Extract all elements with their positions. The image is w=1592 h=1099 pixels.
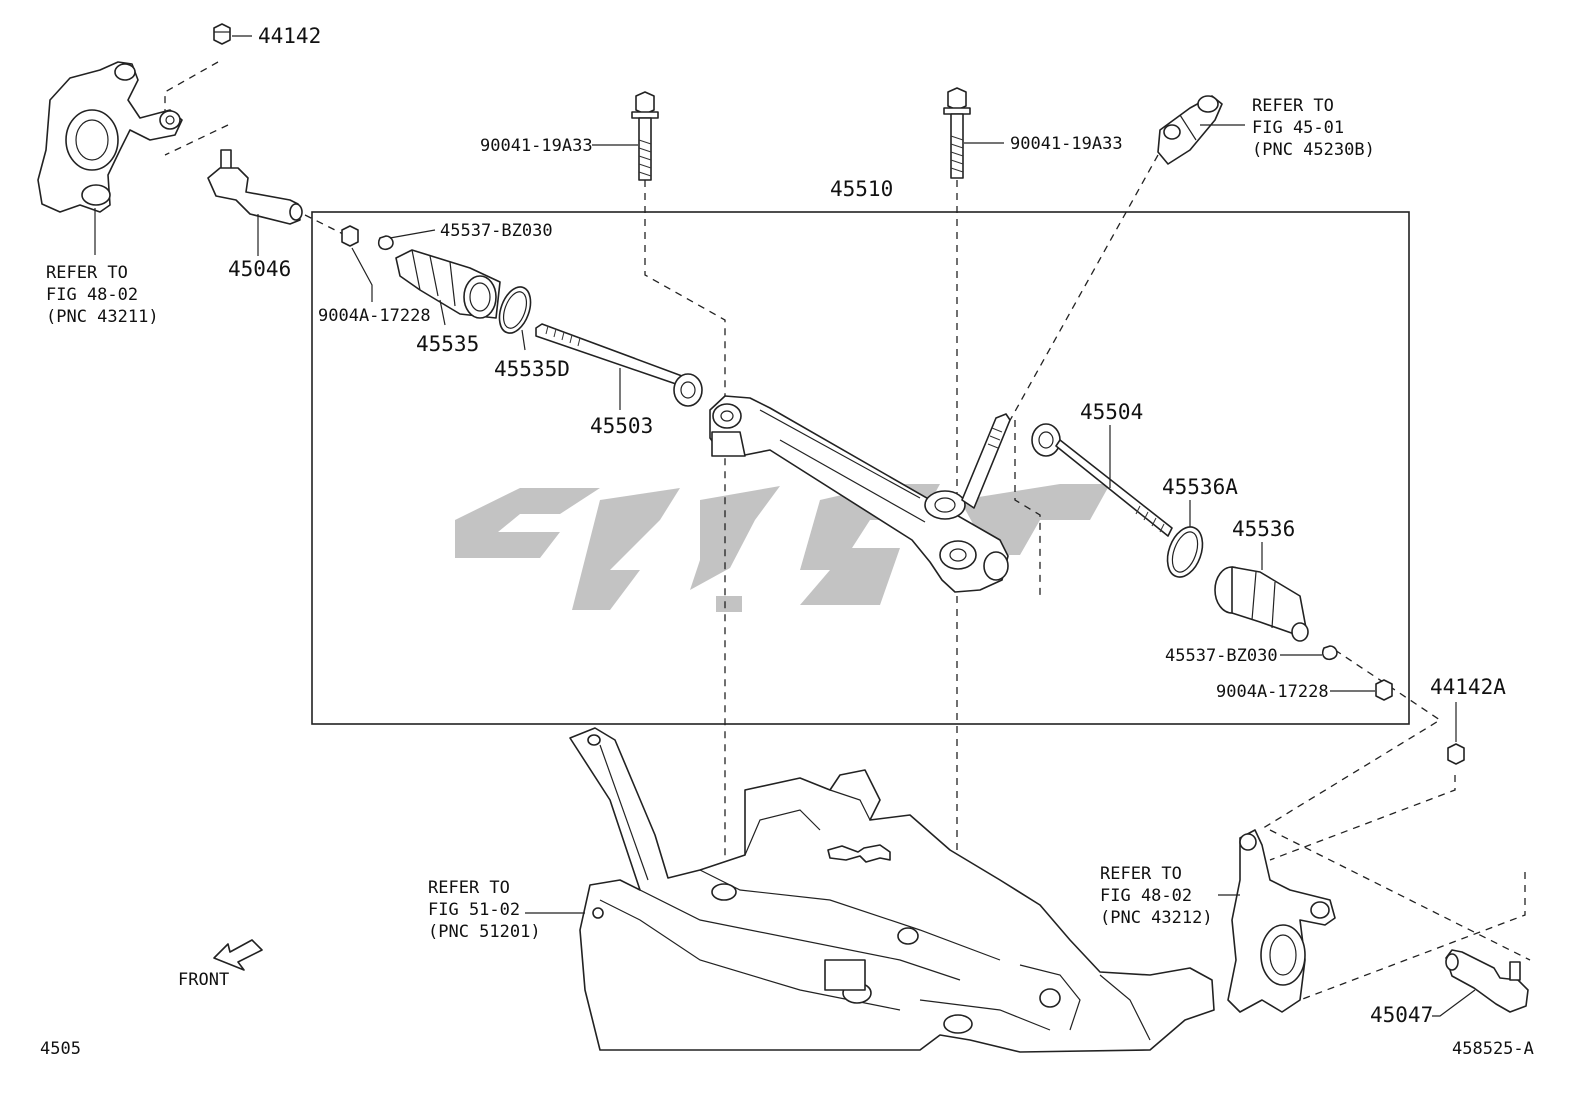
tie-rod-45503[interactable] (535, 323, 703, 407)
ref-knuckle-right[interactable]: REFER TO FIG 48-02 (PNC 43212) (1100, 864, 1213, 928)
label-45537-top: 45537-BZ030 (440, 221, 553, 241)
bolt-90041-left[interactable] (631, 91, 659, 181)
steering-gear-housing[interactable] (709, 395, 1011, 593)
front-subframe[interactable] (569, 727, 1215, 1053)
svg-text:REFER TO: REFER TO (428, 878, 510, 898)
tie-rod-end-45047[interactable] (1445, 949, 1529, 1013)
bolt-90041-right[interactable] (943, 87, 971, 179)
label-9004a-top: 9004A-17228 (318, 306, 431, 326)
svg-text:(PNC 43211): (PNC 43211) (46, 307, 159, 327)
steering-column-joint[interactable] (1157, 95, 1223, 165)
ref-knuckle-left[interactable]: REFER TO FIG 48-02 (PNC 43211) (46, 263, 159, 327)
label-45535d: 45535D (494, 357, 570, 381)
svg-text:FIG 45-01: FIG 45-01 (1252, 118, 1344, 138)
ring-45535d[interactable] (494, 283, 537, 338)
svg-text:(PNC 43212): (PNC 43212) (1100, 908, 1213, 928)
svg-text:(PNC 45230B): (PNC 45230B) (1252, 140, 1375, 160)
label-90041-left: 90041-19A33 (480, 136, 593, 156)
front-arrow-icon (213, 939, 263, 971)
svg-text:(PNC 51201): (PNC 51201) (428, 922, 541, 942)
label-45536a: 45536A (1162, 475, 1238, 499)
steering-knuckle-left[interactable] (37, 61, 183, 213)
assembly-label: 45510 (830, 177, 893, 201)
page-code: 4505 (40, 1039, 81, 1059)
ring-45536a[interactable] (1161, 522, 1209, 582)
label-90041-right: 90041-19A33 (1010, 134, 1123, 154)
label-45047: 45047 (1370, 1003, 1433, 1027)
nut-9004a-left[interactable] (341, 225, 359, 247)
label-44142a: 44142A (1430, 675, 1506, 699)
label-45503: 45503 (590, 414, 653, 438)
watermark-logo (455, 484, 1110, 612)
label-45504: 45504 (1080, 400, 1143, 424)
ref-steering-column[interactable]: REFER TO FIG 45-01 (PNC 45230B) (1252, 96, 1375, 160)
boot-45536[interactable] (1214, 566, 1309, 642)
svg-text:FIG 51-02: FIG 51-02 (428, 900, 520, 920)
nut-44142[interactable] (213, 23, 231, 45)
front-label: FRONT (178, 970, 229, 990)
label-45536: 45536 (1232, 517, 1295, 541)
label-9004a-bottom: 9004A-17228 (1216, 682, 1329, 702)
clip-45537-left[interactable] (377, 235, 394, 251)
figure-code: 458525-A (1452, 1039, 1534, 1059)
steering-knuckle-right[interactable] (1227, 829, 1336, 1013)
nut-9004a-right[interactable] (1375, 679, 1393, 701)
label-45535: 45535 (416, 332, 479, 356)
svg-text:REFER TO: REFER TO (1100, 864, 1182, 884)
svg-text:REFER TO: REFER TO (1252, 96, 1334, 116)
clip-45537-right[interactable] (1321, 645, 1338, 661)
ref-subframe[interactable]: REFER TO FIG 51-02 (PNC 51201) (428, 878, 541, 942)
tie-rod-end-45046[interactable] (207, 149, 303, 225)
nut-44142a[interactable] (1447, 743, 1465, 765)
label-45046: 45046 (228, 257, 291, 281)
svg-text:FIG 48-02: FIG 48-02 (1100, 886, 1192, 906)
assembly-45510-box (311, 211, 1410, 725)
svg-text:REFER TO: REFER TO (46, 263, 128, 283)
label-45537-bottom: 45537-BZ030 (1165, 646, 1278, 666)
svg-text:FIG 48-02: FIG 48-02 (46, 285, 138, 305)
boot-45535[interactable] (395, 249, 501, 319)
label-44142: 44142 (258, 24, 321, 48)
tie-rod-45504[interactable] (1031, 423, 1173, 537)
